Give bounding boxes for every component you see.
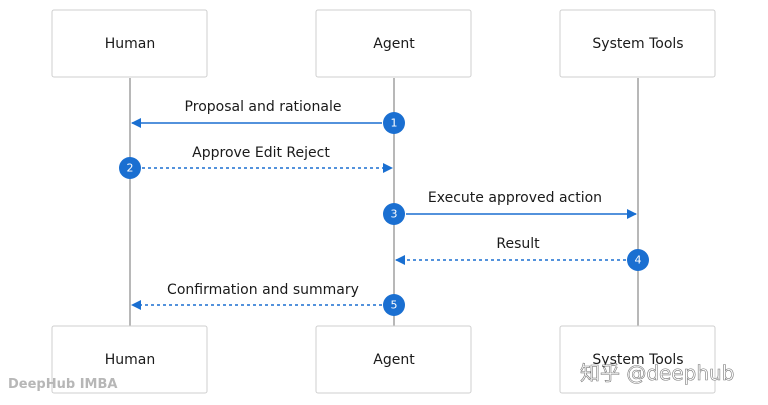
sequence-badge xyxy=(119,157,141,179)
message-label: Execute approved action xyxy=(428,190,602,206)
sequence-number: 1 xyxy=(391,117,398,130)
participant-label: Human xyxy=(105,352,156,368)
participant-agent-top: Agent xyxy=(315,9,472,78)
participant-system-tools-top: System Tools xyxy=(559,9,716,78)
message-label: Approve Edit Reject xyxy=(192,145,330,161)
message-4: Result 4 xyxy=(395,236,649,271)
sequence-number: 2 xyxy=(127,162,134,175)
sequence-number: 4 xyxy=(635,254,642,267)
participant-label: Human xyxy=(105,36,156,52)
participant-label: System Tools xyxy=(592,352,683,368)
participant-label: System Tools xyxy=(592,36,683,52)
watermark-right: 知乎 @deephub xyxy=(580,361,734,385)
sequence-number: 5 xyxy=(391,299,398,312)
participant-human-bottom: Human xyxy=(51,325,208,394)
message-2: Approve Edit Reject 2 xyxy=(119,145,393,179)
sequence-badge xyxy=(383,112,405,134)
sequence-badge xyxy=(627,249,649,271)
participant-agent-bottom: Agent xyxy=(315,325,472,394)
sequence-badge xyxy=(383,203,405,225)
watermark-left: DeepHub IMBA xyxy=(8,377,117,392)
message-label: Result xyxy=(496,236,540,252)
sequence-number: 3 xyxy=(391,208,398,221)
participant-label: Agent xyxy=(373,352,415,368)
message-1: Proposal and rationale 1 xyxy=(131,99,405,134)
message-label: Confirmation and summary xyxy=(167,282,359,298)
participant-system-tools-bottom: System Tools xyxy=(559,325,716,394)
message-3: Execute approved action 3 xyxy=(383,190,637,225)
message-5: Confirmation and summary 5 xyxy=(131,282,405,316)
sequence-badge xyxy=(383,294,405,316)
participant-human-top: Human xyxy=(51,9,208,78)
participant-label: Agent xyxy=(373,36,415,52)
message-label: Proposal and rationale xyxy=(185,99,342,115)
